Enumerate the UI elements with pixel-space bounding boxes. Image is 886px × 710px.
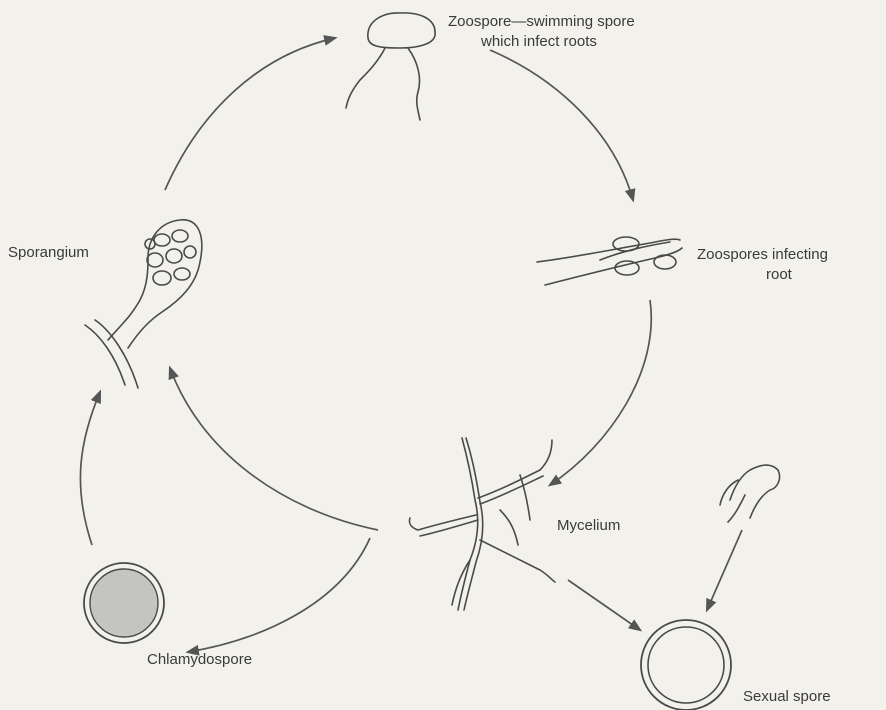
- arrow-sporangium-to-zoospore: [165, 38, 335, 190]
- zoospore-label-line2: which infect roots: [481, 33, 597, 51]
- sporangium-label: Sporangium: [8, 244, 89, 262]
- arrow-zoospore-to-infecting: [490, 50, 633, 200]
- mycelium-illustration: [409, 438, 555, 610]
- infected-root-illustration: [537, 237, 682, 285]
- chlamydospore-label: Chlamydospore: [147, 651, 252, 669]
- mycelium-label: Mycelium: [557, 517, 620, 535]
- arrow-mycelium-to-sporangium: [170, 368, 378, 530]
- sexual-spore-illustration: [641, 620, 731, 710]
- arrow-mycelium-to-sexual-spore: [568, 580, 640, 630]
- arrow-chlamydospore-to-sporangium: [80, 392, 100, 545]
- zoospores-infecting-label: Zoospores infecting: [697, 246, 828, 264]
- arrow-hyphae-to-sexual-spore: [707, 530, 742, 610]
- zoospore-illustration: [346, 13, 435, 120]
- sexual-spore-label: Sexual spore: [743, 688, 831, 706]
- hyphae-fragment-illustration: [720, 465, 780, 522]
- arrow-infecting-to-mycelium: [550, 300, 651, 485]
- chlamydospore-illustration: [84, 563, 164, 643]
- zoospores-infecting-label-line2: root: [766, 266, 792, 284]
- zoospore-label: Zoospore—swimming spore: [448, 13, 635, 31]
- sporangium-illustration: [85, 220, 202, 388]
- arrow-mycelium-to-chlamydospore: [188, 538, 370, 652]
